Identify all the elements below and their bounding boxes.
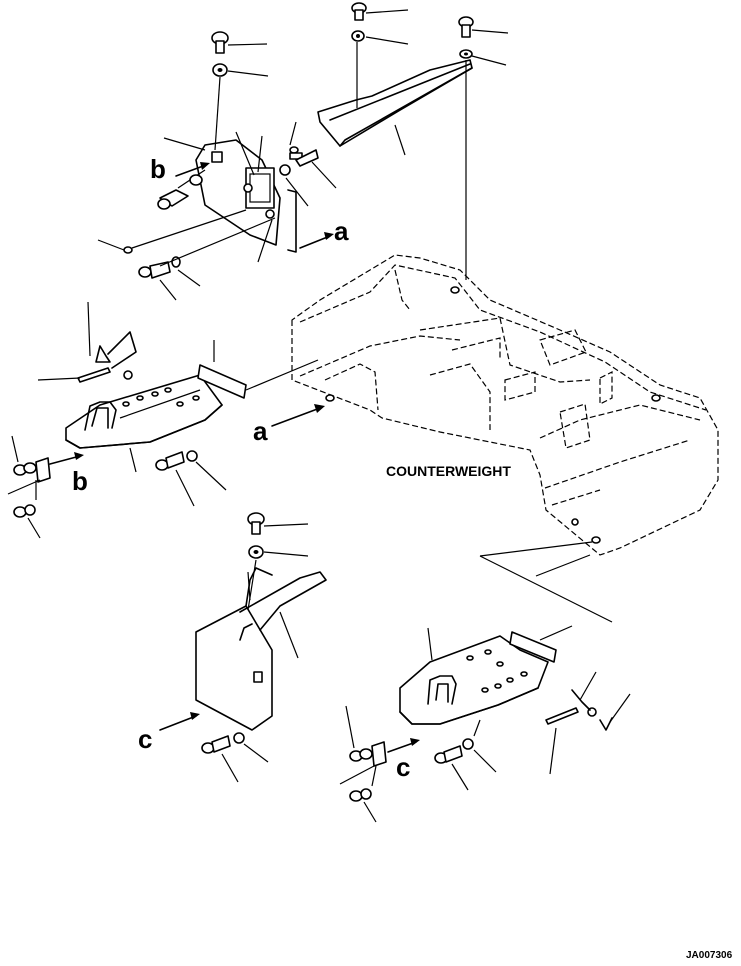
bolt-top-2	[458, 16, 509, 280]
drawing-code: JA007306	[686, 950, 733, 961]
bolt-side-left	[157, 169, 206, 210]
arrow-b-upper	[175, 162, 210, 177]
bolt-lower-right-step	[434, 738, 497, 791]
counterweight-body	[291, 254, 719, 556]
bolt-lower-left-cover	[247, 512, 309, 611]
arrow-c-left	[159, 712, 200, 731]
callout-a-upper: a	[334, 216, 349, 246]
bolt-upper-left-step	[155, 450, 227, 507]
arrow-c-right	[387, 738, 420, 753]
arrow-a-upper	[299, 232, 334, 249]
top-cover-plate	[317, 59, 473, 156]
bracket-strip-upper	[197, 340, 319, 399]
counterweight-leaders	[479, 541, 613, 623]
bolt-side-upper	[211, 31, 269, 151]
arrow-b-lower	[49, 452, 84, 465]
callout-b-lower: b	[72, 466, 88, 496]
callout-c-left: c	[138, 724, 152, 754]
bolt-side-lower	[97, 209, 276, 301]
latch-lower-right	[339, 705, 387, 823]
lower-left-cover	[195, 567, 327, 731]
bracket-strip-lower	[509, 625, 573, 663]
bolt-side-small	[279, 146, 337, 207]
step-lower-right	[399, 627, 549, 737]
pin-lower-right	[545, 671, 631, 775]
side-bracket-plate	[163, 121, 297, 263]
callout-b-upper: b	[150, 154, 166, 184]
callout-a-lower: a	[253, 416, 268, 446]
counterweight-label: COUNTERWEIGHT	[386, 463, 511, 479]
callout-c-right: c	[396, 752, 410, 782]
arrow-a-lower	[271, 404, 325, 427]
pin-upper-left	[37, 301, 137, 383]
step-upper-left	[65, 374, 223, 473]
bolt-lower-left-base	[201, 732, 269, 783]
latch-upper-left	[7, 435, 51, 539]
bolt-top-1	[351, 2, 409, 108]
